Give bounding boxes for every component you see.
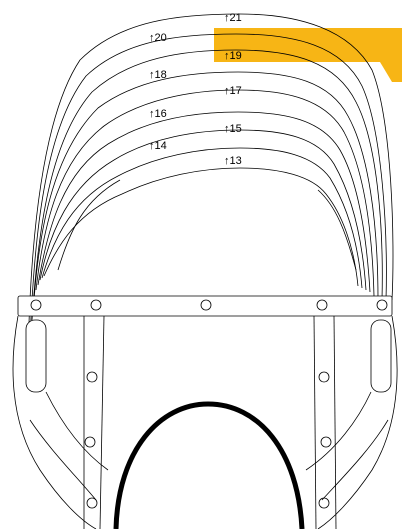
outline-size-16 bbox=[37, 111, 371, 293]
lower-body-outline bbox=[12, 315, 398, 529]
outline-size-14 bbox=[41, 147, 363, 289]
size-label-19: ↑19 bbox=[224, 50, 242, 62]
size-label-15: ↑15 bbox=[224, 123, 242, 135]
size-label-13: ↑13 bbox=[224, 155, 242, 167]
brace-hole bbox=[86, 371, 98, 383]
size-labels: ↑21 ↑20 ↑19 ↑18 ↑17 ↑16 ↑15 ↑14 ↑13 bbox=[149, 12, 242, 167]
left-side-pad bbox=[25, 319, 47, 393]
outline-size-17 bbox=[35, 89, 375, 297]
side-pads bbox=[25, 319, 392, 393]
size-label-20: ↑20 bbox=[149, 32, 167, 44]
mount-hole bbox=[30, 299, 42, 311]
mounting-bar bbox=[17, 295, 393, 317]
outline-size-15 bbox=[39, 129, 367, 291]
size-label-18: ↑18 bbox=[149, 69, 167, 81]
size-label-17: ↑17 bbox=[224, 85, 242, 97]
size-label-21: ↑21 bbox=[224, 12, 242, 24]
size-label-16: ↑16 bbox=[149, 108, 167, 120]
mount-hole bbox=[90, 299, 102, 311]
headlight-cutout bbox=[113, 401, 305, 529]
outline-size-18 bbox=[33, 71, 379, 301]
windshield-outlines bbox=[27, 13, 394, 361]
brace-hole bbox=[318, 497, 330, 509]
mount-hole bbox=[376, 299, 388, 311]
brace-hole bbox=[320, 436, 332, 448]
brace-hole bbox=[318, 371, 330, 383]
outline-size-19 bbox=[31, 49, 383, 321]
vertical-braces bbox=[83, 315, 337, 529]
size-label-14: ↑14 bbox=[149, 140, 167, 152]
outline-size-20 bbox=[29, 33, 387, 341]
outline-size-13 bbox=[43, 167, 359, 287]
outline-size-21 bbox=[27, 13, 394, 361]
right-side-pad bbox=[370, 319, 392, 393]
mount-hole bbox=[316, 299, 328, 311]
mount-hole bbox=[200, 299, 212, 311]
brace-hole bbox=[86, 497, 98, 509]
brace-hole bbox=[84, 436, 96, 448]
size-19-highlight bbox=[214, 28, 402, 82]
